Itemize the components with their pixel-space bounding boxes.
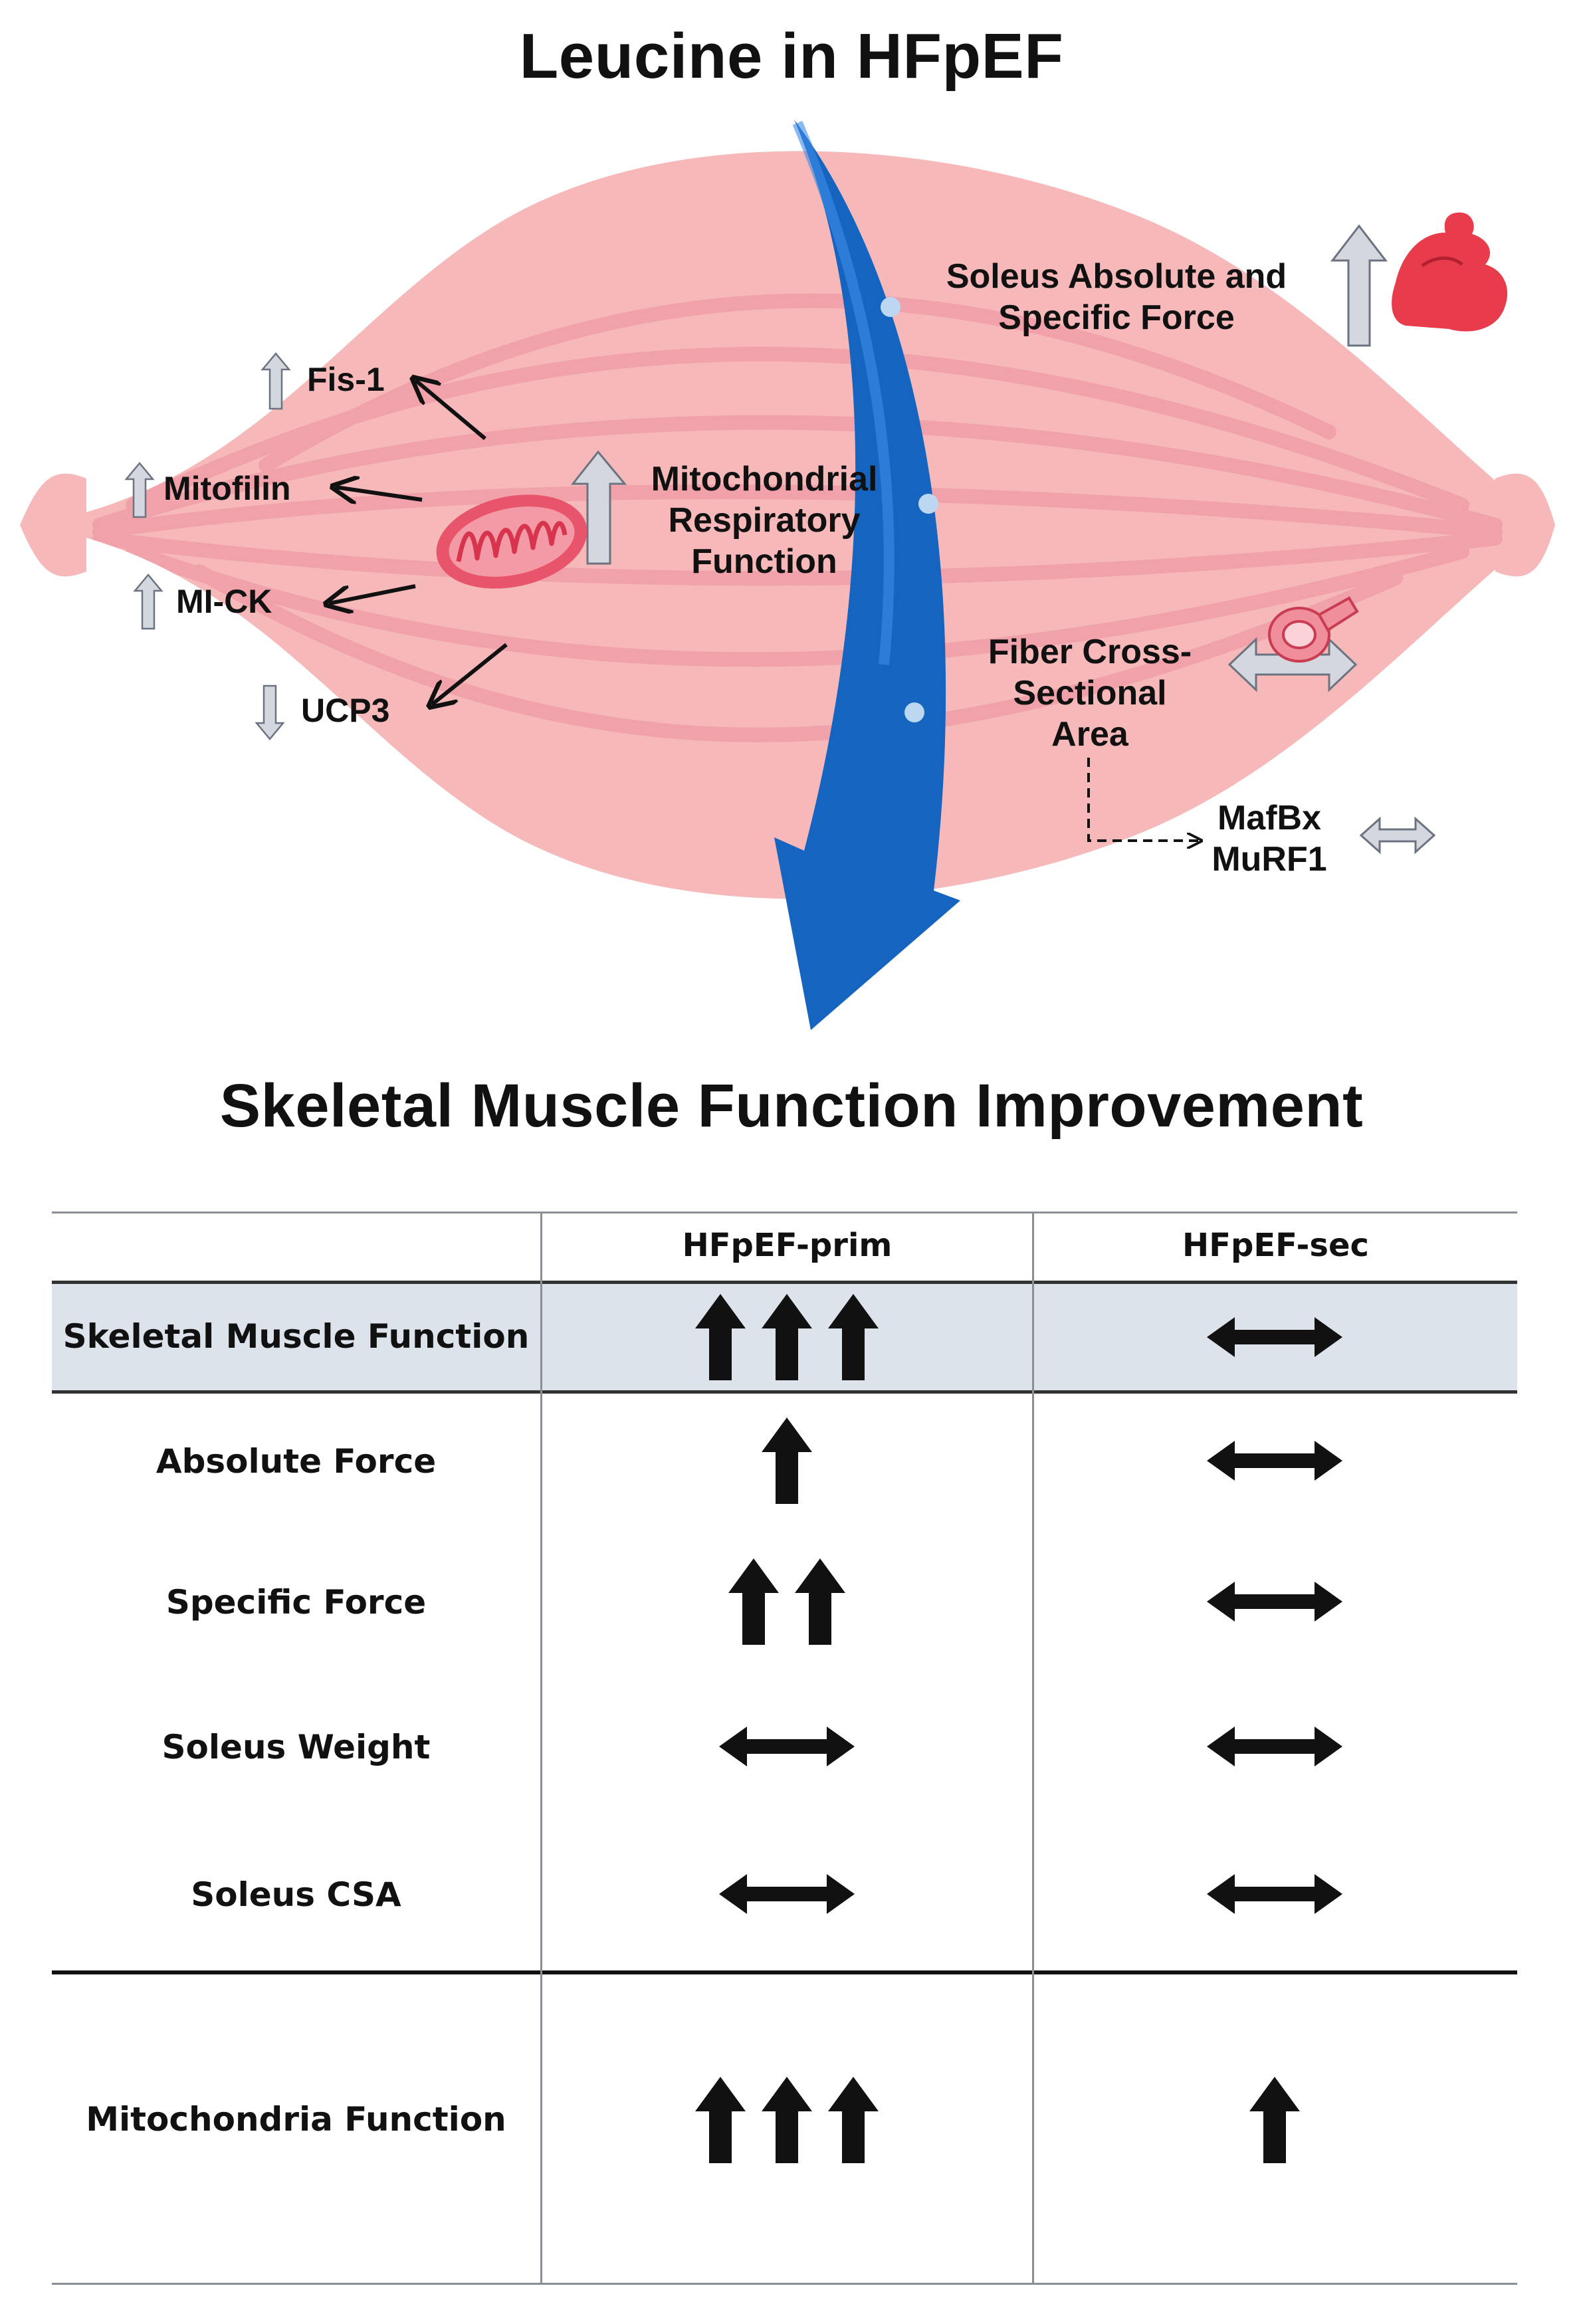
- mito-arrow-fis1: [415, 380, 486, 441]
- measuring-tape-icon: [1227, 596, 1359, 692]
- double-arrow-icon: [1207, 1582, 1342, 1622]
- marker-label-ucp3: UCP3: [301, 692, 390, 729]
- figure-title: Leucine in HFpEF: [519, 21, 1064, 92]
- double-arrow-icon: [1227, 637, 1358, 692]
- table-rule: [540, 1212, 542, 2284]
- summary-table: HFpEF-prim HFpEF-sec Skeletal Muscle Fun…: [0, 1190, 1583, 2324]
- row-label: Soleus Weight: [161, 1728, 431, 1766]
- mito-arrow-mick: [329, 584, 416, 603]
- double-arrow-icon: [719, 1727, 855, 1766]
- up-arrow-icon: [133, 574, 163, 630]
- up-arrow-icon: [828, 2077, 879, 2163]
- marker-label-mick: MI-CK: [176, 583, 272, 620]
- table-rule: [52, 1212, 1517, 1214]
- table-rule: [52, 1390, 1517, 1394]
- up-arrow-icon: [828, 1294, 879, 1380]
- table-rule: [1032, 1212, 1034, 2284]
- figure-subtitle: Skeletal Muscle Function Improvement: [219, 1072, 1364, 1140]
- up-arrow-icon: [261, 352, 291, 410]
- up-arrow-icon: [762, 1418, 812, 1504]
- diagram-graphics: [20, 120, 1555, 1030]
- up-arrow-icon: [695, 1294, 746, 1380]
- arrow-dot: [904, 702, 924, 722]
- marker-label-fis1: Fis-1: [307, 361, 385, 398]
- double-arrow-icon: [1207, 1441, 1342, 1481]
- double-arrow-icon: [1207, 1317, 1342, 1357]
- up-arrow-icon: [695, 2077, 746, 2163]
- down-arrow-icon: [255, 685, 285, 740]
- table-rule: [52, 1970, 1517, 1974]
- mito-arrow-ucp3: [432, 643, 508, 704]
- muscle-body: [27, 151, 1548, 899]
- table-arrows: [695, 1294, 1342, 2163]
- column-header-sec: HFpEF-sec: [1182, 1227, 1369, 1264]
- row-label: Specific Force: [165, 1583, 427, 1622]
- double-arrow-icon: [1207, 1874, 1342, 1914]
- arrow-dot: [918, 494, 938, 514]
- up-arrow-icon: [124, 462, 155, 518]
- mito-function-label: Mitochondrial Respiratory Function: [651, 460, 878, 581]
- up-arrow-icon: [1330, 224, 1388, 347]
- row-label: Skeletal Muscle Function: [62, 1317, 530, 1356]
- marker-label-mitofilin: Mitofilin: [163, 470, 291, 507]
- table-rule: [52, 2283, 1517, 2285]
- double-arrow-icon: [719, 1874, 855, 1914]
- dashed-arrow: [1087, 758, 1200, 841]
- double-arrow-icon: [1359, 816, 1436, 855]
- table-rule: [52, 1281, 1517, 1284]
- atrophy-marker-label: MafBx MuRF1: [1212, 799, 1327, 879]
- up-arrow-icon: [1249, 2077, 1300, 2163]
- arrow-dot: [881, 297, 900, 317]
- row-label: Mitochondria Function: [86, 2100, 506, 2139]
- up-arrow-icon: [762, 1294, 812, 1380]
- row-label: Absolute Force: [156, 1442, 437, 1481]
- up-arrow-icon: [570, 450, 627, 565]
- row-label: Soleus CSA: [191, 1875, 401, 1914]
- up-arrow-icon: [762, 2077, 812, 2163]
- curved-flow-arrow: [774, 120, 960, 1030]
- column-header-prim: HFpEF-prim: [682, 1227, 893, 1264]
- flexed-arm-icon: [1392, 212, 1508, 332]
- soleus-force-label: Soleus Absolute and Specific Force: [946, 257, 1287, 337]
- muscle-tendon-left: [20, 473, 86, 577]
- mito-arrow-mitofilin: [336, 487, 423, 500]
- muscle-tendon-right: [1495, 473, 1555, 577]
- mitochondrion-icon: [436, 494, 587, 589]
- double-arrow-icon: [1207, 1727, 1342, 1766]
- up-arrow-icon: [728, 1558, 779, 1645]
- up-arrow-icon: [795, 1558, 845, 1645]
- fiber-csa-label: Fiber Cross- Sectional Area: [988, 633, 1192, 754]
